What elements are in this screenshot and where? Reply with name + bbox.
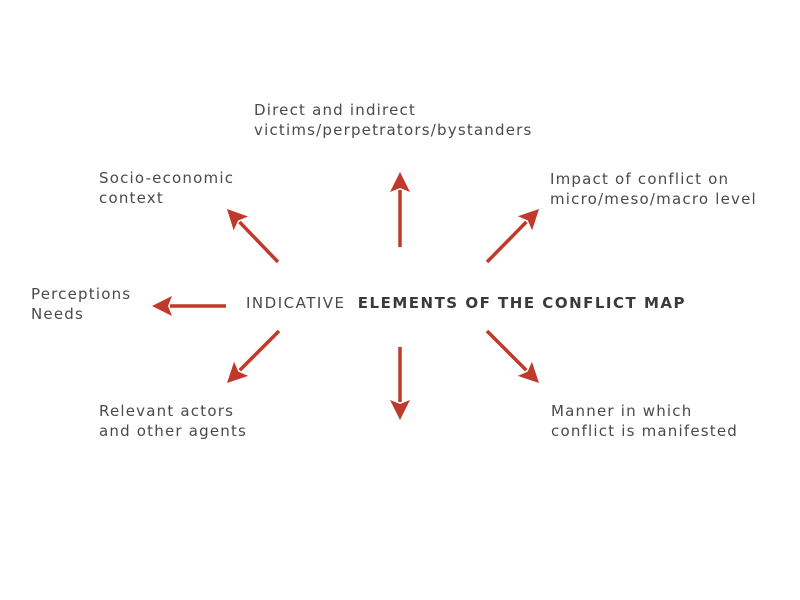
arrow-top xyxy=(390,172,410,247)
node-top-left-line2: context xyxy=(99,189,164,207)
arrow-bottom-right-shaft xyxy=(485,329,528,372)
node-left-line1: Perceptions xyxy=(31,285,132,303)
node-bottom-left-line1: Relevant actors xyxy=(99,402,235,420)
node-top-line2: victims/perpetrators/bystanders xyxy=(254,121,533,139)
arrow-bottom-head xyxy=(390,400,410,420)
center-title-emphasis: ELEMENTS OF THE CONFLICT MAP xyxy=(357,294,686,312)
center-title-prefix: INDICATIVE xyxy=(246,294,346,312)
node-top-label: Direct and indirect victims/perpetrators… xyxy=(254,100,533,140)
node-bottom-left-line2: and other agents xyxy=(99,422,248,440)
arrow-bottom xyxy=(390,347,410,420)
arrow-top-left-shaft xyxy=(238,220,280,264)
arrow-top-left xyxy=(227,209,280,264)
arrow-top-right-shaft xyxy=(485,220,528,264)
arrow-top-right-head xyxy=(517,209,539,231)
node-bottom-right-line1: Manner in which xyxy=(551,402,693,420)
node-left-label: Perceptions Needs xyxy=(31,284,131,324)
arrow-bottom-left-head xyxy=(227,361,249,383)
arrow-bottom-right xyxy=(485,329,539,383)
node-top-left-line1: Socio-economic xyxy=(99,169,235,187)
arrow-bottom-right-head xyxy=(517,361,539,383)
arrow-top-left-head xyxy=(227,209,249,231)
node-top-right-line2: micro/meso/macro level xyxy=(550,190,757,208)
node-left-line2: Needs xyxy=(31,305,85,323)
arrow-left-head xyxy=(152,296,172,316)
arrow-bottom-left xyxy=(227,329,281,383)
arrow-bottom-left-shaft xyxy=(238,329,281,372)
node-bottom-right-label: Manner in which conflict is manifested xyxy=(551,401,738,441)
arrow-top-right xyxy=(485,209,539,264)
node-top-left-label: Socio-economic context xyxy=(99,168,234,208)
node-top-right-line1: Impact of conflict on xyxy=(550,170,730,188)
node-top-line1: Direct and indirect xyxy=(254,101,417,119)
arrow-top-head xyxy=(390,172,410,192)
arrow-left xyxy=(152,296,226,316)
node-top-right-label: Impact of conflict on micro/meso/macro l… xyxy=(550,169,757,209)
node-bottom-right-line2: conflict is manifested xyxy=(551,422,739,440)
center-title: INDICATIVE ELEMENTS OF THE CONFLICT MAP xyxy=(246,293,686,313)
node-bottom-left-label: Relevant actors and other agents xyxy=(99,401,247,441)
